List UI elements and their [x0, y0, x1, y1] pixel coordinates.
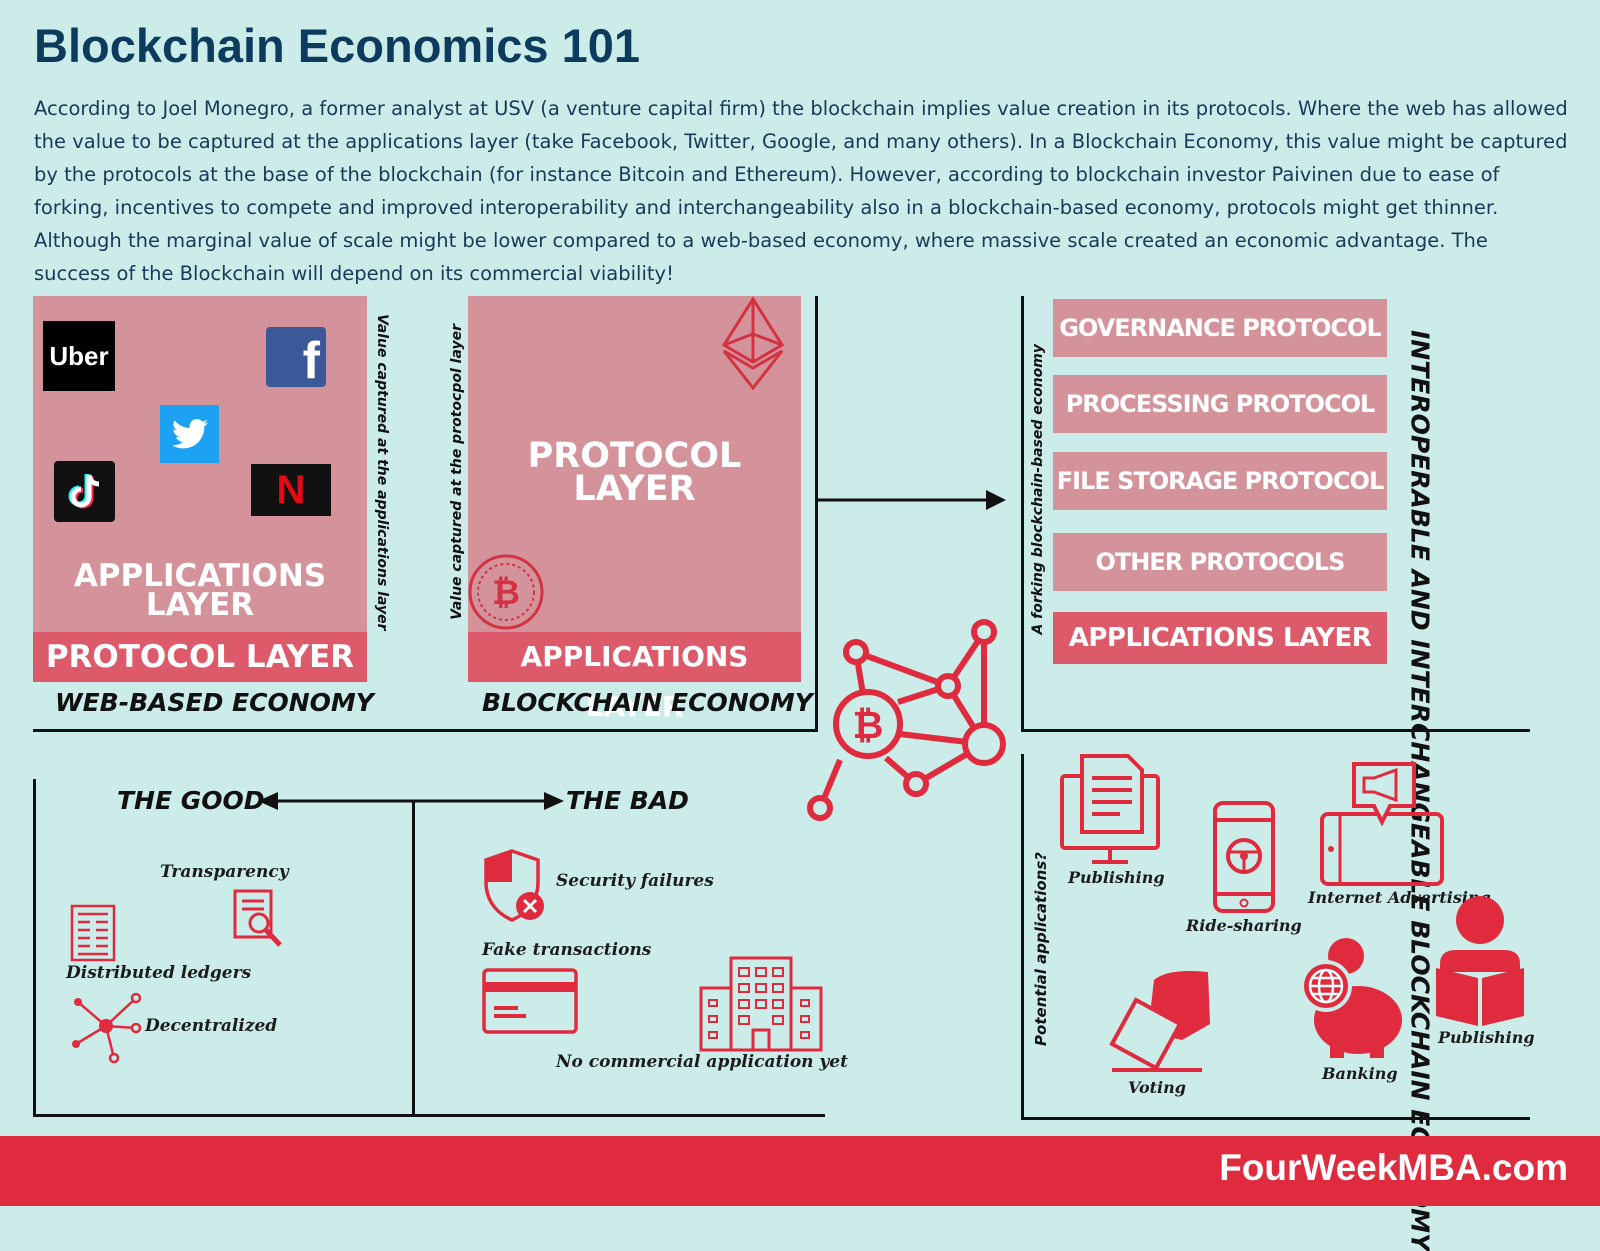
- web-economy-caption: WEB-BASED ECONOMY: [55, 688, 374, 717]
- reading-person-icon: [1436, 896, 1524, 1026]
- forking-frame-bottom: [1021, 729, 1530, 732]
- top-left-frame-bottom: [33, 729, 818, 732]
- goodbad-frame-bottom: [33, 1114, 825, 1117]
- twitter-logo: [160, 405, 219, 463]
- arrow-right-icon: [818, 490, 1006, 510]
- forking-frame-left: [1021, 296, 1024, 732]
- bitcoin-coin-icon: ₿: [468, 554, 544, 630]
- blockchain-value-side-text: Value captured at the protocpol layer: [449, 324, 465, 620]
- forking-side-text: A forking blockchain-based economy: [1030, 344, 1046, 635]
- applications-frame-bottom: [1021, 1117, 1530, 1120]
- credit-card-icon: [482, 968, 578, 1034]
- blockchain-protocol-layer-label: PROTOCOL LAYER: [527, 436, 742, 510]
- governance-protocol-box: GOVERNANCE PROTOCOL: [1053, 299, 1387, 357]
- publishing-monitor-icon: [1060, 754, 1160, 864]
- no-commercial-application-label: No commercial application yet: [556, 1052, 848, 1072]
- web-protocol-layer-bar: PROTOCOL LAYER: [33, 632, 367, 682]
- goodbad-frame-left: [33, 779, 36, 1117]
- applications-side-text: Potential applications?: [1032, 852, 1050, 1046]
- internet-advertising-label: Internet Advertising: [1308, 888, 1491, 907]
- blockchain-protocol-box: [468, 296, 801, 632]
- tiktok-note-icon: [68, 473, 99, 508]
- svg-text:₿: ₿: [853, 703, 884, 747]
- fake-transactions-label: Fake transactions: [482, 940, 652, 960]
- file-storage-protocol-box: FILE STORAGE PROTOCOL: [1053, 452, 1387, 510]
- ethereum-icon: [721, 296, 785, 391]
- intro-paragraph: According to Joel Monegro, a former anal…: [34, 97, 1568, 285]
- netflix-logo: N: [251, 464, 331, 516]
- ride-sharing-label: Ride-sharing: [1186, 916, 1302, 935]
- banking-piggy-icon: [1300, 938, 1402, 1058]
- page-title: Blockchain Economics 101: [34, 19, 641, 72]
- bitcoin-network-icon: ₿: [807, 619, 1006, 821]
- distributed-ledgers-label: Distributed ledgers: [66, 963, 252, 983]
- voting-label: Voting: [1128, 1078, 1186, 1097]
- processing-protocol-box: PROCESSING PROTOCOL: [1053, 375, 1387, 433]
- distributed-ledger-icon: [70, 904, 116, 962]
- web-applications-layer-label: APPLICATIONS LAYER: [73, 558, 327, 624]
- footer-bar: [0, 1136, 1600, 1206]
- other-protocols-box: OTHER PROTOCOLS: [1053, 533, 1387, 591]
- tiktok-logo: [54, 461, 115, 522]
- the-good-label: THE GOOD: [117, 786, 265, 815]
- banking-label: Banking: [1322, 1064, 1398, 1083]
- decentralized-network-icon: [72, 992, 142, 1064]
- twitter-bird-icon: [171, 419, 208, 449]
- security-failures-label: Security failures: [556, 871, 714, 891]
- publishing-label-2: Publishing: [1438, 1028, 1535, 1047]
- web-value-side-text: Value captured at the applications layer: [374, 314, 390, 631]
- svg-text:₿: ₿: [492, 573, 520, 613]
- transparency-label: Transparency: [160, 862, 289, 882]
- voting-hand-icon: [1109, 971, 1210, 1072]
- internet-advertising-icon: [1320, 762, 1444, 886]
- double-arrow-icon: [258, 792, 564, 810]
- decentralized-label: Decentralized: [145, 1016, 278, 1036]
- security-shield-icon: [484, 849, 544, 922]
- top-left-frame-right: [815, 296, 818, 732]
- facebook-logo: f: [266, 327, 326, 387]
- the-bad-label: THE BAD: [566, 786, 689, 815]
- footer-brand[interactable]: FourWeekMBA.com: [1219, 1147, 1568, 1188]
- transparency-document-icon: [233, 889, 282, 947]
- office-building-icon: [699, 956, 823, 1052]
- forking-applications-layer-bar: APPLICATIONS LAYER: [1053, 612, 1387, 664]
- publishing-label-1: Publishing: [1068, 868, 1165, 887]
- applications-frame-left: [1021, 754, 1024, 1120]
- uber-logo: Uber: [43, 321, 115, 391]
- ride-sharing-phone-icon: [1213, 801, 1275, 913]
- blockchain-economy-caption: BLOCKCHAIN ECONOMY: [482, 688, 813, 717]
- goodbad-divider: [412, 800, 415, 1116]
- blockchain-applications-layer-bar: APPLICATIONS LAYER: [468, 632, 801, 723]
